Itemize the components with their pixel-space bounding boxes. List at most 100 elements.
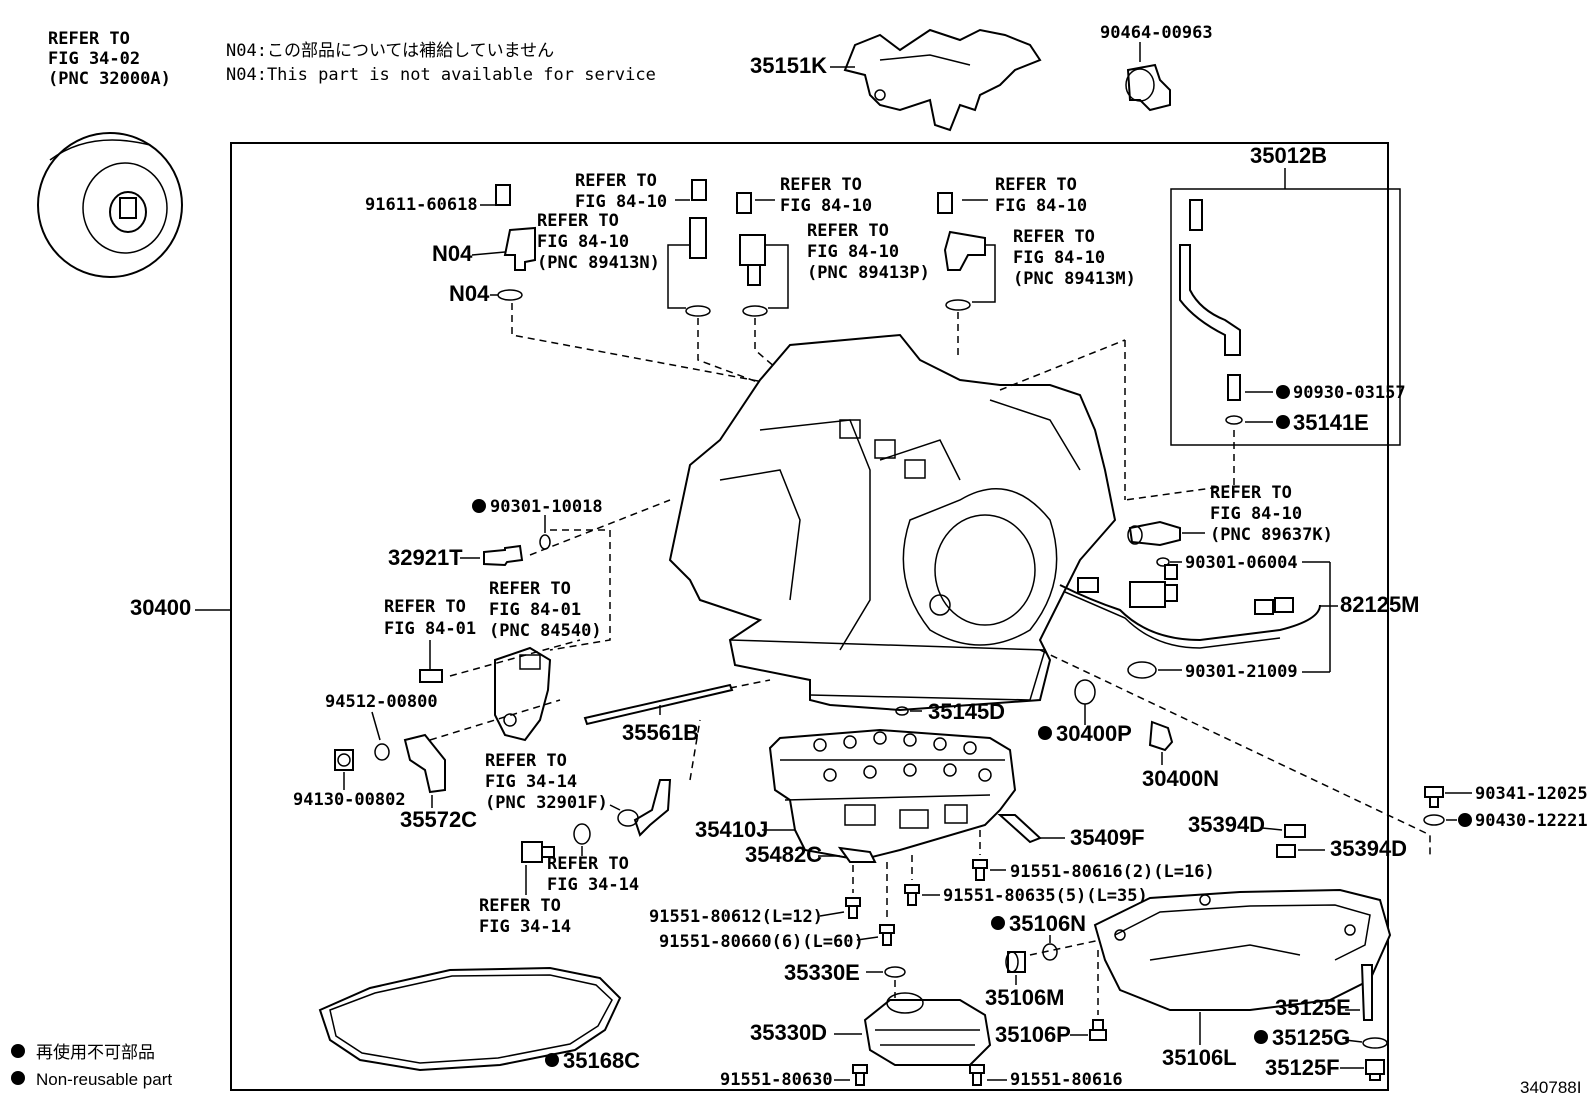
label-91551-80635: 91551-80635(5)(L=35)	[943, 886, 1148, 906]
label-35106M: 35106M	[985, 985, 1065, 1010]
sensor-b-illustration	[736, 192, 768, 317]
oring-30400P	[1074, 679, 1096, 705]
label-35482C: 35482C	[745, 842, 822, 867]
label-N04-b: N04	[449, 281, 490, 306]
ref-plug-a-2: FIG 34-14	[547, 875, 639, 895]
harness-illustration	[1059, 564, 1321, 649]
oring-90301-06004	[1156, 557, 1170, 567]
ref-sensor-b-1: REFER TO	[780, 175, 862, 195]
label-30400: 30400	[130, 595, 191, 620]
sensor-n04-illustration	[495, 184, 536, 301]
transaxle-illustration	[668, 333, 1117, 712]
oring-90301-21009	[1127, 661, 1157, 679]
plug-30400N	[1148, 720, 1174, 752]
label-94512-00800: 94512-00800	[325, 692, 438, 712]
label-35330E: 35330E	[784, 960, 860, 985]
ref-switch-pnc-2: FIG 84-01	[489, 600, 581, 620]
label-35145D: 35145D	[928, 699, 1005, 724]
ref-sensor-d-pnc-3: (PNC 89637K)	[1210, 525, 1333, 545]
label-35106N: 35106N	[1009, 911, 1086, 936]
ref-shaft-pnc-2: FIG 34-14	[485, 772, 577, 792]
pipe-32921T	[483, 544, 524, 567]
bracket-35409F	[997, 814, 1042, 844]
ref-plug-a-1: REFER TO	[547, 854, 629, 874]
label-91551-80660: 91551-80660(6)(L=60)	[659, 932, 864, 952]
ref-sensor-a-pnc-3: (PNC 89413N)	[537, 253, 660, 273]
oring-35330E	[884, 966, 906, 978]
tube-35125E	[1360, 964, 1373, 1021]
oil-pan-illustration	[1093, 888, 1392, 1011]
label-91611-60618: 91611-60618	[365, 195, 478, 215]
label-32921T: 32921T	[388, 545, 463, 570]
label-90930-03157: 90930-03157	[1293, 383, 1406, 403]
plate-35482C	[837, 846, 877, 863]
label-35330D: 35330D	[750, 1020, 827, 1045]
label-90301-10018: 90301-10018	[490, 497, 603, 517]
ref-sensor-a-pnc-1: REFER TO	[537, 211, 619, 231]
washer-90430	[1423, 814, 1445, 826]
label-30400P: 30400P	[1056, 721, 1132, 746]
label-35106P: 35106P	[995, 1022, 1071, 1047]
ref-torque-converter-3: (PNC 32000A)	[48, 69, 171, 89]
label-35409F: 35409F	[1070, 825, 1145, 850]
gasket-35125G	[1362, 1037, 1388, 1049]
ref-sensor-c-2: FIG 84-10	[995, 196, 1087, 216]
washer-94512	[374, 743, 390, 761]
label-91551-80616-2: 91551-80616(2)(L=16)	[1010, 862, 1215, 882]
label-35012B: 35012B	[1250, 143, 1327, 168]
label-91551-80630: 91551-80630	[720, 1070, 833, 1090]
plug-35106P	[1089, 1019, 1107, 1041]
sensor-c-illustration	[937, 192, 986, 311]
label-82125M: 82125M	[1340, 592, 1420, 617]
bolt-91551-80635	[904, 884, 920, 906]
ref-torque-converter-1: REFER TO	[48, 29, 130, 49]
ref-sensor-a-2: FIG 84-10	[575, 192, 667, 212]
cover-illustration	[843, 28, 1042, 132]
label-35141E: 35141E	[1293, 410, 1369, 435]
shaft-illustration	[617, 779, 672, 837]
legend-en: Non-reusable part	[36, 1070, 172, 1089]
rod-35561B	[583, 683, 734, 726]
label-35168C: 35168C	[563, 1048, 640, 1073]
bolt-91551-80612	[845, 897, 861, 919]
label-30400N: 30400N	[1142, 766, 1219, 791]
sensor-d-illustration	[1127, 520, 1181, 547]
label-35125E: 35125E	[1275, 995, 1351, 1020]
note-en: N04:This part is not available for servi…	[226, 65, 656, 85]
label-N04-a: N04	[432, 241, 473, 266]
legend-jp: 再使用不可部品	[36, 1042, 155, 1062]
label-35410J: 35410J	[695, 817, 768, 842]
ref-sensor-b-2: FIG 84-10	[780, 196, 872, 216]
ref-sensor-a-pnc-2: FIG 84-10	[537, 232, 629, 252]
label-35125F: 35125F	[1265, 1055, 1340, 1080]
figure-id: 340788I	[1520, 1078, 1581, 1097]
ref-sensor-c-pnc-2: FIG 84-10	[1013, 248, 1105, 268]
plug-illustration	[521, 823, 591, 863]
lever-35572C	[403, 733, 446, 794]
ref-switch-bolt-1: REFER TO	[384, 597, 466, 617]
label-35572C: 35572C	[400, 807, 477, 832]
ref-sensor-b-pnc-1: REFER TO	[807, 221, 889, 241]
gasket-35145D	[895, 706, 909, 716]
bolt-91551-80630	[852, 1064, 868, 1086]
label-35394D-a: 35394D	[1188, 812, 1265, 837]
clamp-illustration	[1125, 63, 1171, 112]
ref-torque-converter-2: FIG 34-02	[48, 49, 140, 69]
label-35394D-b: 35394D	[1330, 836, 1407, 861]
pad-35394D-b	[1276, 844, 1296, 858]
label-91551-80612: 91551-80612(L=12)	[649, 907, 823, 927]
bolt-91551-80616	[969, 1064, 985, 1086]
label-94130-00802: 94130-00802	[293, 790, 406, 810]
label-90430-12221: 90430-12221	[1475, 811, 1588, 831]
bolt-91551-80616-2	[972, 859, 988, 881]
ref-sensor-a-1: REFER TO	[575, 171, 657, 191]
sensor-a-illustration	[685, 179, 711, 317]
assembly-frame	[230, 142, 1389, 1091]
ref-sensor-c-1: REFER TO	[995, 175, 1077, 195]
pad-35394D-a	[1284, 824, 1306, 838]
plug-35106M	[1005, 951, 1026, 973]
ref-sensor-b-pnc-3: (PNC 89413P)	[807, 263, 930, 283]
oring-90301-10018	[539, 534, 551, 550]
torque-converter-illustration	[37, 132, 183, 278]
